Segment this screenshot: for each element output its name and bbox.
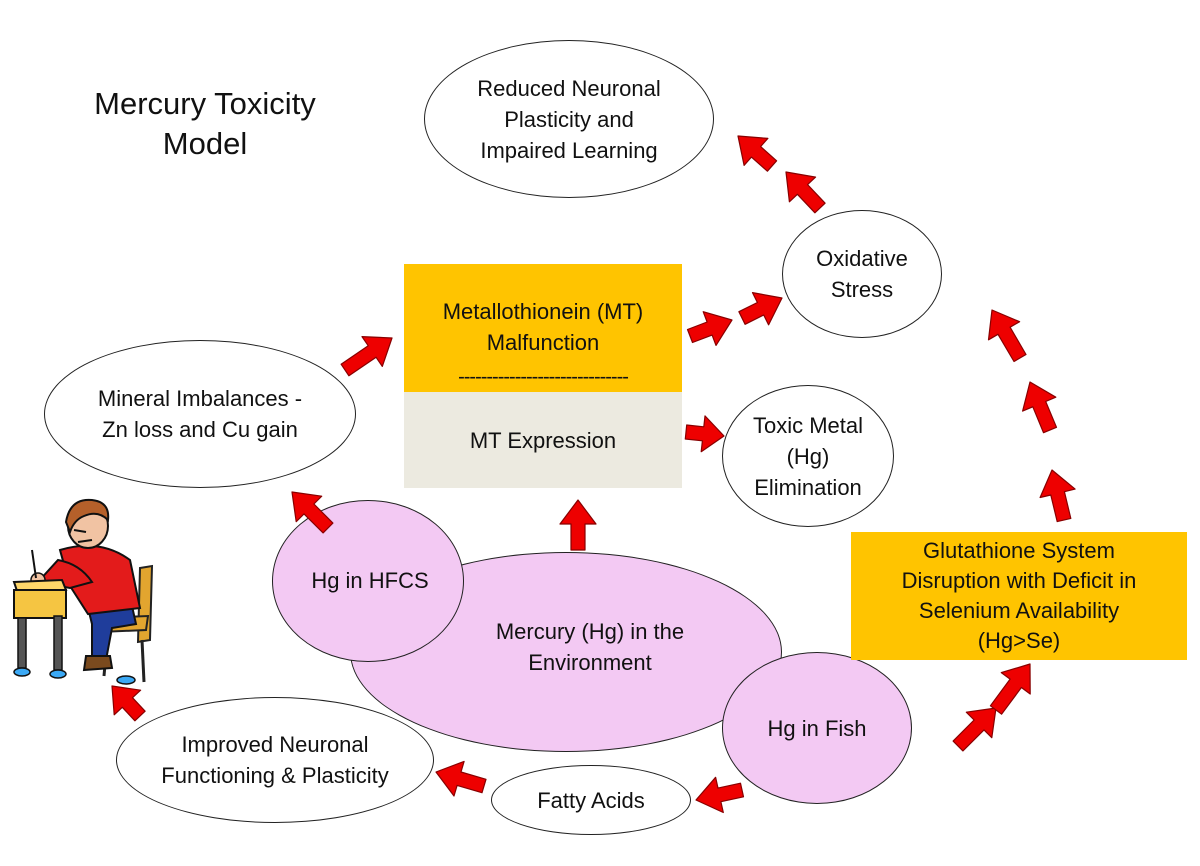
arrow-mt-to-oxidative-1: [686, 311, 733, 346]
arrow-glutathione-up-2: [1021, 381, 1058, 434]
mercury-environment-label: Mercury (Hg) in the Environment: [495, 619, 685, 675]
hg-fish-node: [722, 652, 912, 804]
fatty-acids-node: [491, 765, 691, 835]
improved-functioning-label: Improved Neuronal Functioning & Plastici…: [161, 732, 389, 788]
reduced-plasticity-label: Reduced Neuronal Plasticity and Impaired…: [477, 75, 661, 163]
toxic-metal-elimination-node: [722, 385, 894, 527]
arrow-oxidative-to-reduced-2: [737, 135, 778, 172]
mt-malfunction-label: Metallothionein (MT) Malfunction: [442, 299, 644, 355]
arrow-glutathione-up-3: [987, 309, 1027, 363]
student-at-desk-icon: [12, 498, 154, 685]
arrow-fish-to-glutathione-1: [952, 707, 997, 752]
arrow-fish-to-glutathione-2: [989, 663, 1031, 715]
mineral-imbalances-node: [44, 340, 356, 488]
oxidative-stress-node: [782, 210, 942, 338]
arrow-fatty-acids-to-improved: [435, 760, 487, 797]
oxidative-stress-label: Oxidative Stress: [816, 246, 908, 302]
hg-fish-label: Hg in Fish: [767, 715, 867, 741]
mt-expression-label: MT Expression: [469, 427, 617, 453]
improved-functioning-node: [116, 697, 434, 823]
glutathione-box: [851, 532, 1187, 660]
diagram-title: Mercury Toxicity Model: [94, 86, 316, 161]
hg-hfcs-label: Hg in HFCS: [311, 567, 429, 593]
reduced-plasticity-node: [424, 40, 714, 198]
fatty-acids-label: Fatty Acids: [537, 787, 645, 813]
arrow-glutathione-up-1: [1039, 469, 1076, 523]
arrow-environment-to-mt: [559, 499, 597, 551]
mt-expression-box: [404, 392, 682, 488]
arrow-mt-to-oxidative-2: [738, 292, 783, 326]
mineral-imbalances-label: Mineral Imbalances - Zn loss and Cu gain: [97, 386, 303, 442]
arrow-oxidative-to-reduced-1: [785, 171, 826, 214]
glutathione-label: Glutathione System Disruption with Defic…: [901, 538, 1137, 653]
mt-divider-line: ------------------------------: [458, 365, 629, 388]
toxic-metal-elimination-label: Toxic Metal (Hg) Elimination: [752, 412, 864, 500]
arrow-fish-to-fatty-acids: [695, 776, 745, 814]
mt-malfunction-box: [404, 264, 682, 392]
arrow-mtexpression-to-elimination: [684, 415, 725, 453]
